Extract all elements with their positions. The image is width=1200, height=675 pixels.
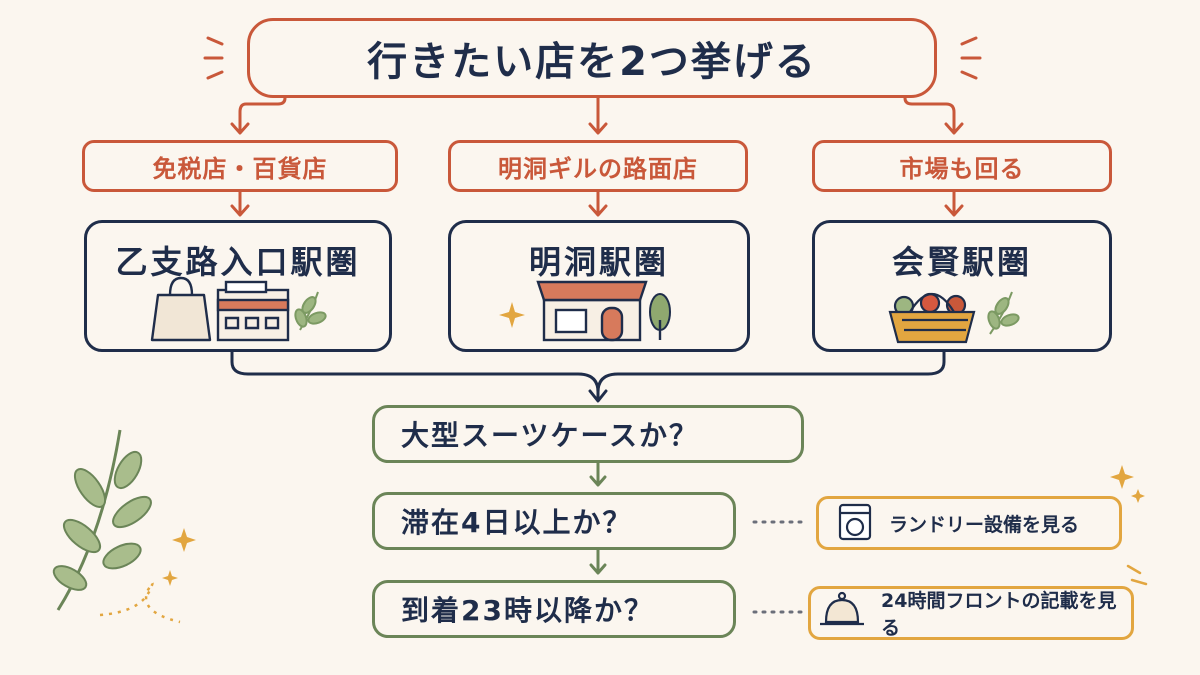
category-myeongdong-street: 明洞ギルの路面店 — [448, 140, 748, 192]
question-stay-length: 滞在4日以上か？ — [372, 492, 736, 550]
title-to-categories-arrows — [230, 96, 964, 217]
question-late-arrival: 到着23時以降か？ — [372, 580, 736, 638]
sparkle-icon — [162, 528, 196, 586]
category-duty-free: 免税店・百貨店 — [82, 140, 398, 192]
washing-machine-icon — [838, 503, 872, 541]
area-hoehyeon-station: 会賢駅圏 — [812, 220, 1112, 352]
sparkle-icon — [499, 302, 525, 328]
storefront-icon — [536, 280, 648, 342]
department-store-icon — [216, 280, 290, 342]
shopping-bag-icon — [150, 276, 212, 342]
note-dotted-connectors — [752, 520, 808, 614]
leaf-icon — [987, 291, 1020, 335]
service-bell-icon — [820, 591, 864, 626]
note-24h-front-desk: 24時間フロントの記載を見る — [808, 586, 1134, 640]
decorative-dash-marks — [1126, 564, 1148, 586]
title-burst-marks — [203, 36, 982, 80]
dotted-swirl-decoration — [99, 581, 181, 624]
question-large-suitcase: 大型スーツケースか？ — [372, 405, 804, 463]
branch-decoration-icon — [52, 429, 152, 611]
question-chain-arrows — [589, 461, 607, 575]
area-myeongdong-station: 明洞駅圏 — [448, 220, 750, 352]
category-market: 市場も回る — [812, 140, 1112, 192]
sparkle-icon — [1110, 465, 1145, 503]
market-basket-icon — [888, 292, 976, 344]
note-laundry: ランドリー設備を見る — [816, 496, 1122, 550]
tree-icon — [649, 293, 671, 340]
areas-merge-brace — [230, 350, 946, 403]
area-euljiro-station: 乙支路入口駅圏 — [84, 220, 392, 352]
leaf-icon — [294, 291, 327, 331]
page-title: 行きたい店を2つ挙げる — [247, 18, 937, 98]
